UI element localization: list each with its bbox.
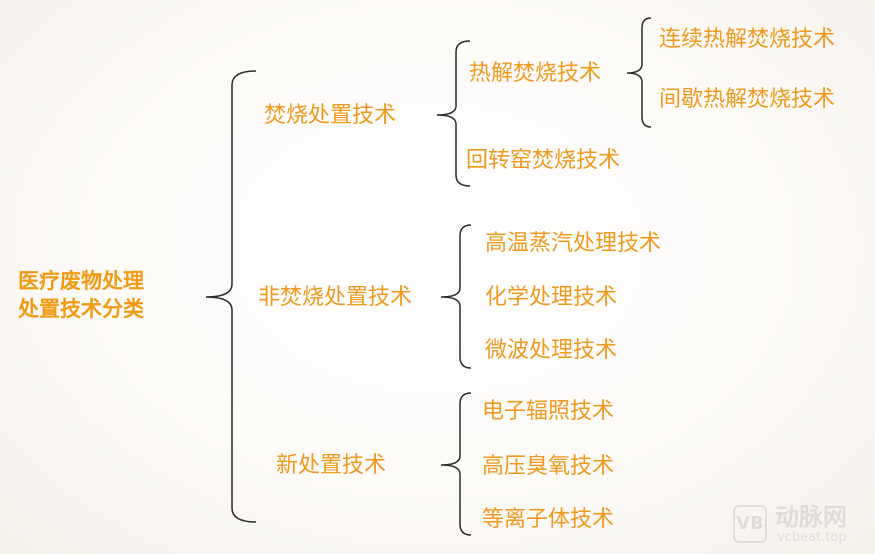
root-bracket [205,70,257,523]
watermark-logo-icon: VB [733,505,767,543]
non-incineration-bracket [440,224,472,369]
plasma-node: 等离子体技术 [482,507,615,532]
pyrolysis-node: 热解焚烧技术 [469,61,602,86]
watermark-name: 动脉网 [775,503,847,531]
non-incineration-node: 非焚烧处置技术 [258,285,413,310]
continuous-pyrolysis-node: 连续热解焚烧技术 [659,27,836,52]
watermark: VB 动脉网 vcbeat.top [733,503,868,547]
incineration-bracket [436,40,471,187]
new-tech-node: 新处置技术 [276,453,387,478]
high-pressure-ozone-node: 高压臭氧技术 [482,454,615,479]
incineration-node: 焚烧处置技术 [264,103,397,128]
rotary-kiln-node: 回转窑焚烧技术 [466,148,621,173]
watermark-url: vcbeat.top [777,530,847,545]
chemical-treatment-node: 化学处理技术 [485,285,618,310]
pyrolysis-bracket [626,17,652,128]
batch-pyrolysis-node: 间歇热解焚烧技术 [659,87,836,112]
electron-irradiation-node: 电子辐照技术 [482,399,615,424]
microwave-treatment-node: 微波处理技术 [485,338,618,363]
new-tech-bracket [440,392,472,536]
root-title-line2: 处置技术分类 [18,297,144,321]
root-title-line1: 医疗废物处理 [18,269,144,293]
high-temp-steam-node: 高温蒸汽处理技术 [485,231,662,256]
